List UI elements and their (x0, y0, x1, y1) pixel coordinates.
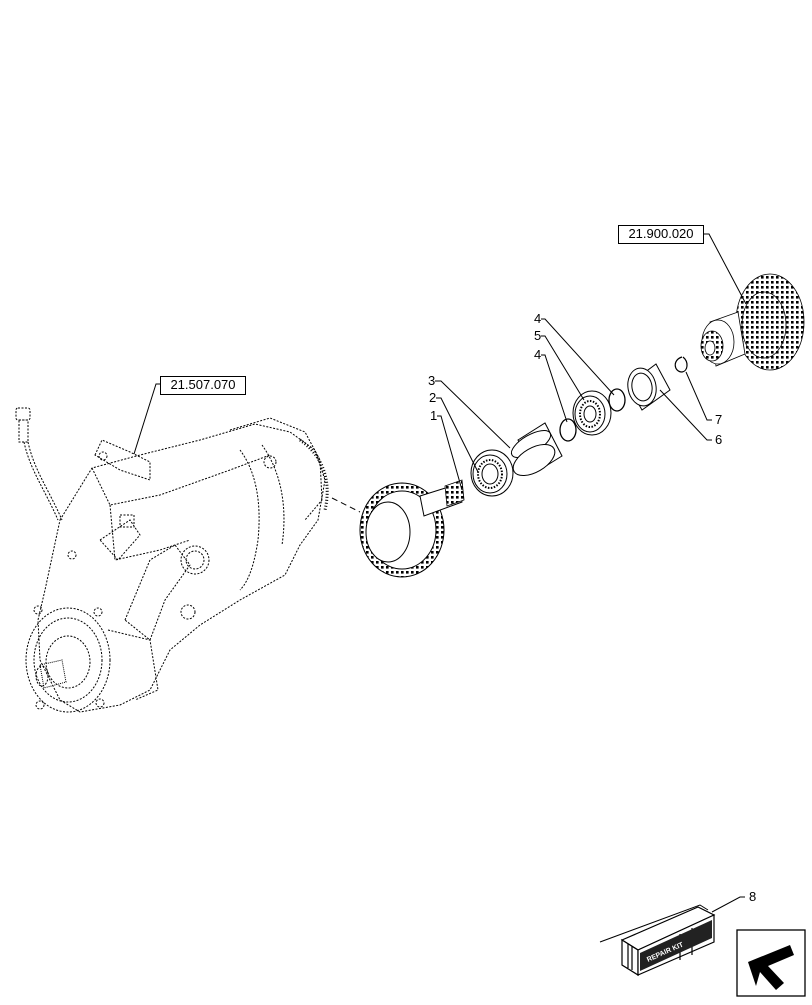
navigation-arrow-icon[interactable] (736, 929, 806, 997)
callout-2: 2 (429, 390, 437, 405)
callout-4-lower: 4 (534, 347, 542, 362)
snap-ring-part-4-upper (608, 388, 626, 412)
callout-1: 1 (430, 408, 438, 423)
assembly-axis-line (331, 497, 361, 513)
bearing-part-2 (470, 449, 514, 497)
callout-8: 8 (749, 889, 757, 904)
callout-5: 5 (534, 328, 542, 343)
gear-cluster (700, 273, 805, 371)
snap-ring-part-4-lower (559, 418, 577, 442)
callout-4-upper: 4 (534, 311, 542, 326)
bushing-part-6 (627, 363, 671, 411)
callout-3: 3 (428, 373, 436, 388)
sleeve-part-3 (510, 422, 563, 476)
circlip-part-7 (674, 356, 688, 373)
callout-7: 7 (715, 412, 723, 427)
callout-6: 6 (715, 432, 723, 447)
shaft-gear-part-1 (359, 479, 465, 578)
pump-motor-assembly (15, 407, 329, 713)
leader-lines (133, 233, 747, 913)
bearing-part-5 (572, 390, 612, 436)
repair-kit-box (599, 904, 716, 977)
reference-label-gear-cluster[interactable]: 21.900.020 (618, 225, 704, 244)
reference-label-pump-assembly[interactable]: 21.507.070 (160, 376, 246, 395)
